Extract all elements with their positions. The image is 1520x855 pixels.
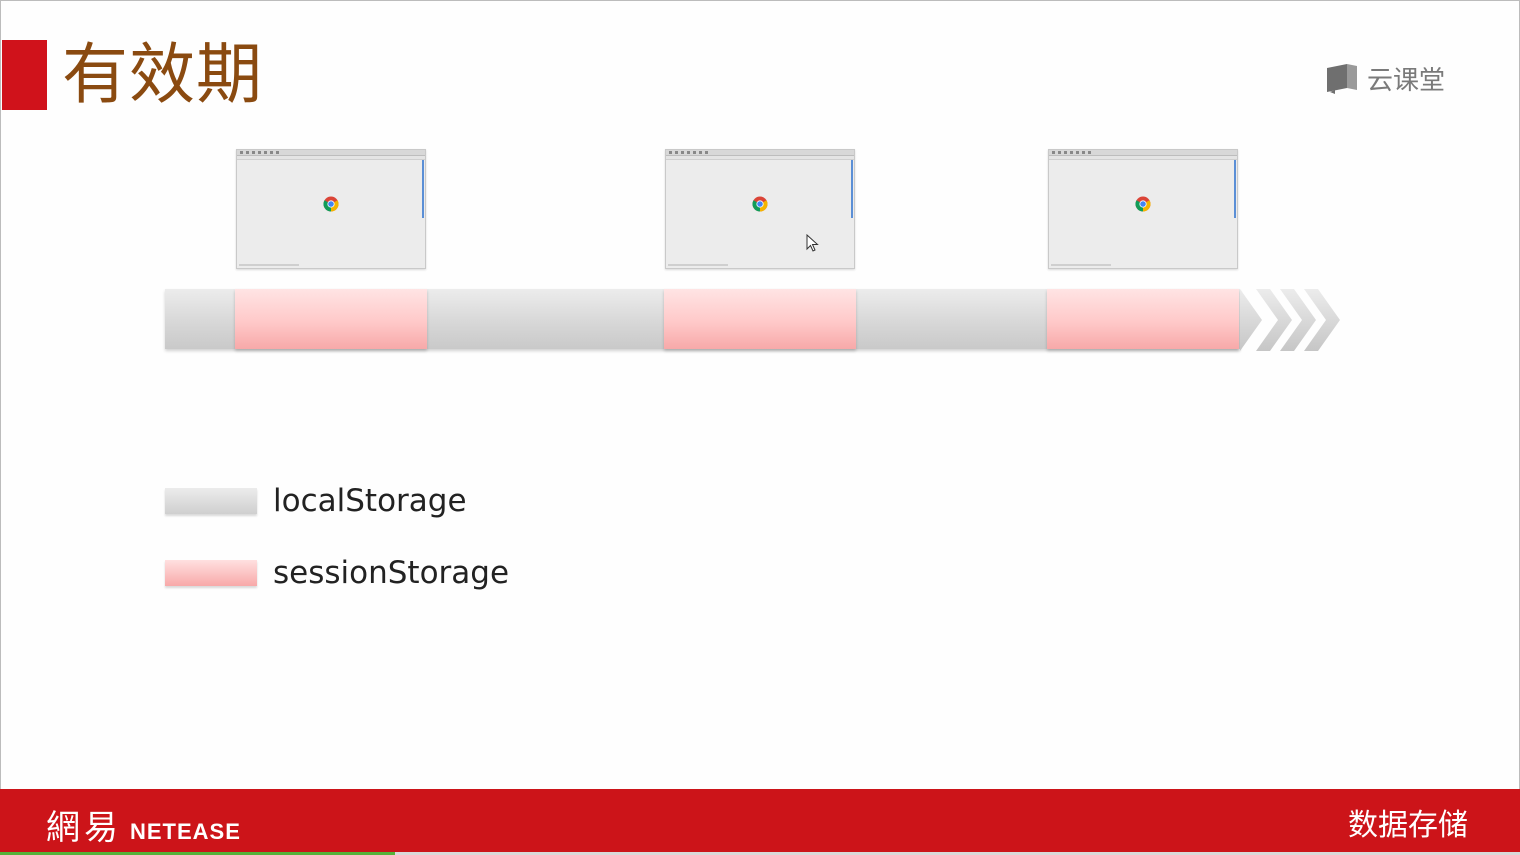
browser-window-thumbnail (665, 149, 855, 269)
logo-text: 云课堂 (1367, 65, 1446, 96)
legend-label: localStorage (273, 483, 467, 519)
legend-swatch-localstorage (165, 488, 257, 514)
chrome-icon (752, 196, 768, 212)
chevron-arrows-icon (1240, 289, 1340, 351)
sessionstorage-segment (664, 289, 856, 349)
chrome-icon (323, 196, 339, 212)
book-icon (1327, 64, 1357, 94)
brand-english: NETEASE (130, 819, 241, 844)
brand-chinese: 網易 (46, 808, 122, 848)
video-progress-bar[interactable] (0, 852, 1520, 855)
title-accent-bar (2, 40, 47, 110)
sessionstorage-segment (1047, 289, 1239, 349)
video-progress-fill (0, 852, 396, 855)
browser-window-thumbnail (1048, 149, 1238, 269)
sessionstorage-segment (235, 289, 427, 349)
legend-item-sessionstorage: sessionStorage (165, 555, 509, 591)
footer-topic: 数据存储 (1348, 808, 1468, 843)
mouse-cursor-icon (806, 234, 819, 252)
slide-title: 有效期 (62, 36, 263, 113)
yunketang-logo: 云课堂 (1325, 58, 1445, 98)
chrome-icon (1135, 196, 1151, 212)
browser-window-thumbnail (236, 149, 426, 269)
legend-label: sessionStorage (273, 555, 510, 591)
legend-swatch-sessionstorage (165, 560, 257, 586)
netease-logo: 網易 NETEASE (46, 800, 241, 849)
footer-bar (0, 789, 1520, 852)
legend-item-localstorage: localStorage (165, 483, 467, 519)
